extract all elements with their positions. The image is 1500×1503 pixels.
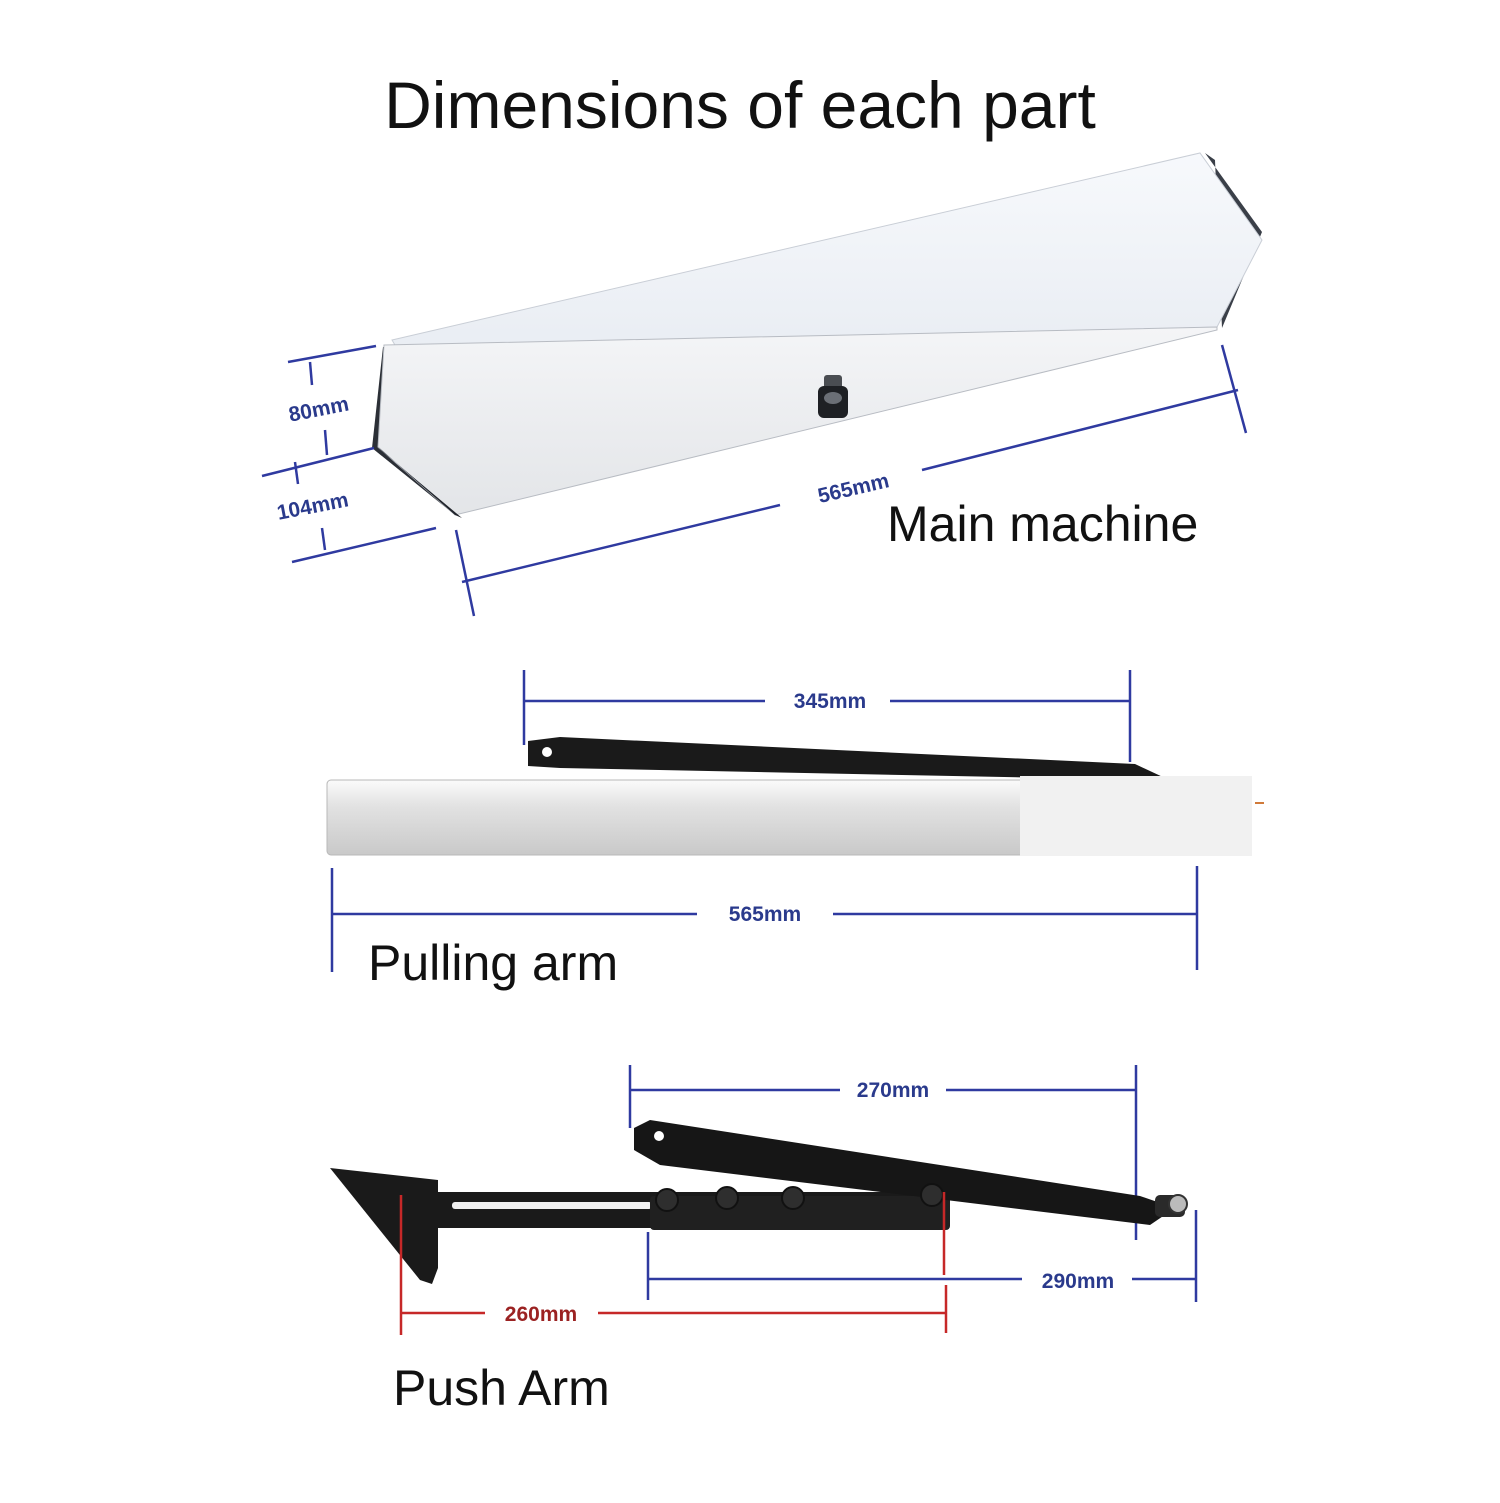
- height-label: 80mm: [287, 393, 351, 427]
- main-length-label: 565mm: [816, 469, 892, 508]
- depth-label: 104mm: [275, 488, 350, 524]
- push-arm-end-pin: [1155, 1194, 1188, 1217]
- dim-lower-290: 290mm: [646, 1210, 1198, 1302]
- pulling-arm-length-label: 345mm: [794, 690, 866, 713]
- page-title: Dimensions of each part: [384, 68, 1096, 142]
- main-machine-housing: [372, 152, 1263, 518]
- upper-arm-label: 270mm: [857, 1079, 929, 1102]
- dim-body-565: 565mm: [330, 866, 1199, 972]
- lower-right-label: 290mm: [1042, 1270, 1114, 1293]
- pulling-arm-group: 345mm 565mm Pulling arm: [326, 670, 1264, 991]
- housing-front-face: [377, 326, 1218, 516]
- pulling-arm-housing: [326, 776, 1264, 856]
- dim-height-80: 80mm: [261, 344, 377, 478]
- pulling-body-length-label: 565mm: [729, 903, 801, 926]
- dim-upper-270: 270mm: [628, 1065, 1138, 1240]
- main-machine-group: 80mm 104mm 565mm Main machine: [261, 152, 1263, 617]
- dim-arm-345: 345mm: [522, 670, 1132, 762]
- push-arm-bolts: [655, 1183, 944, 1212]
- lower-left-label: 260mm: [505, 1303, 577, 1326]
- main-machine-caption: Main machine: [887, 496, 1198, 552]
- housing-knob: [818, 375, 848, 418]
- pulling-arm-caption: Pulling arm: [368, 935, 618, 991]
- dim-lower-260: 260mm: [401, 1285, 948, 1333]
- push-arm-caption: Push Arm: [393, 1360, 610, 1416]
- push-arm-upper-bar: [634, 1120, 1175, 1225]
- housing-top-face: [391, 152, 1263, 353]
- pulling-arm-bar: [528, 737, 1165, 780]
- push-arm-group: 270mm: [330, 1065, 1198, 1416]
